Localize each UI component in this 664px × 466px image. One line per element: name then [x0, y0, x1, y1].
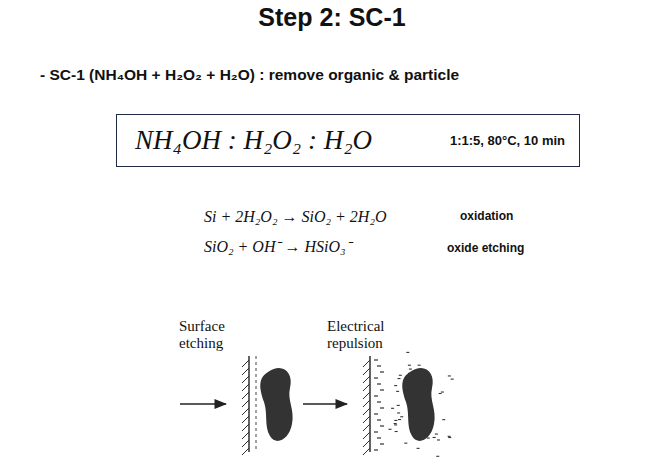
bullet-text: - SC-1 (NH₄OH + H₂O₂ + H₂O) : remove org…: [40, 66, 459, 84]
recipe-box: NH₄OH : H₂O₂ : H₂O 1:1:5, 80°C, 10 min: [116, 114, 580, 167]
process-arrow: [180, 403, 226, 405]
process-arrow: [303, 403, 347, 405]
particle: [260, 368, 292, 441]
reaction-label: oxidation: [460, 210, 513, 224]
silicon-wall: [363, 356, 370, 455]
recipe-condition: 1:1:5, 80°C, 10 min: [450, 133, 565, 148]
step-label: Electrical repulsion: [327, 318, 417, 353]
silicon-wall: [242, 356, 256, 455]
reaction-label: oxide etching: [447, 242, 524, 256]
slide-title: Step 2: SC-1: [0, 3, 664, 32]
negative-charges: [374, 352, 454, 456]
particle: [402, 368, 434, 441]
recipe-formula: NH₄OH : H₂O₂ : H₂O: [135, 125, 372, 156]
reaction-equation: SiO₂ + OH⁻ → HSiO₃⁻: [204, 238, 351, 256]
reaction-equation: Si + 2H₂O₂ → SiO₂ + 2H₂O: [204, 208, 387, 226]
step-label: Surface etching: [179, 318, 259, 353]
